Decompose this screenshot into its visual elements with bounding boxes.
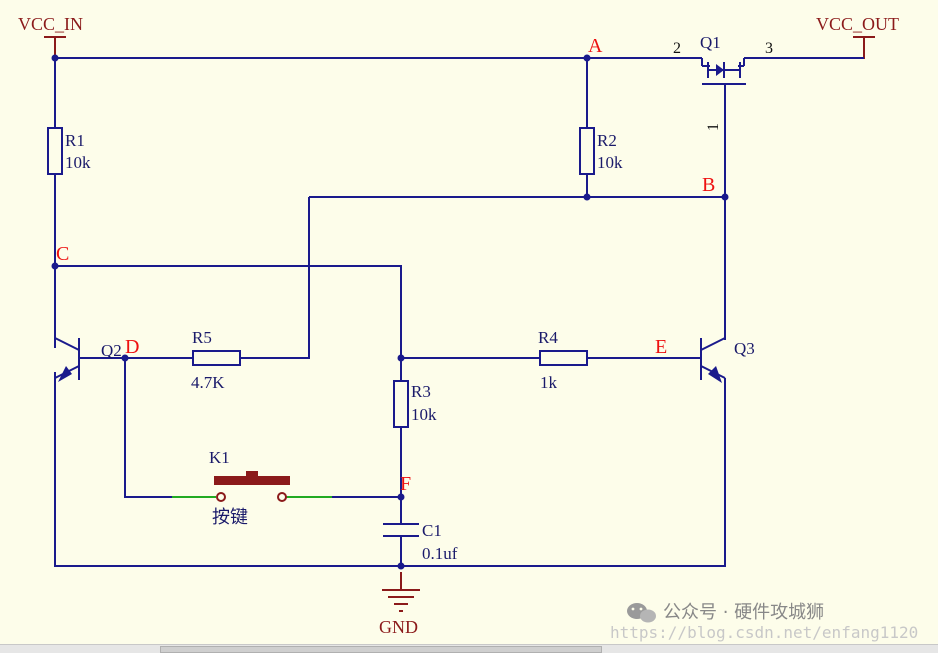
resistor-r3[interactable]: R3 10k	[393, 380, 437, 428]
q1-pin3: 3	[765, 40, 773, 57]
resistor-r1[interactable]: R1 10k	[47, 127, 91, 175]
k1-ref: K1	[209, 448, 230, 467]
wire-r5-to-b	[240, 197, 310, 359]
wire-ground-bus	[54, 372, 726, 567]
transistor-q2[interactable]: Q2	[54, 337, 122, 382]
node-b-label: B	[702, 174, 715, 196]
q1-pin2: 2	[673, 40, 681, 57]
node-labels: A B C D E F	[56, 35, 715, 495]
watermark: 公众号 · 硬件攻城狮 https://blog.csdn.net/enfang…	[610, 602, 918, 642]
vcc-in-symbol: VCC_IN	[18, 14, 83, 57]
capacitor-c1[interactable]: C1 0.1uf	[383, 521, 458, 563]
wechat-icon	[627, 603, 656, 623]
c1-value: 0.1uf	[422, 544, 458, 563]
wire-d-to-switch	[124, 358, 172, 498]
wires	[54, 57, 864, 567]
r1-ref: R1	[65, 131, 85, 150]
vcc-out-label: VCC_OUT	[816, 14, 899, 34]
mosfet-q1[interactable]: Q1 2 3 1	[673, 33, 773, 131]
gnd-label: GND	[379, 617, 418, 637]
q2-ref: Q2	[101, 341, 122, 360]
c1-ref: C1	[422, 521, 442, 540]
q1-ref: Q1	[700, 33, 721, 52]
junctions	[51, 54, 729, 570]
vcc-in-label: VCC_IN	[18, 14, 83, 34]
r4-ref: R4	[538, 328, 558, 347]
node-f-label: F	[400, 473, 411, 495]
resistor-r4[interactable]: R4 1k	[538, 328, 588, 392]
r2-value: 10k	[597, 153, 623, 172]
watermark-brand: 公众号 · 硬件攻城狮	[663, 602, 824, 623]
switch-k1[interactable]: K1 按键	[209, 448, 290, 528]
node-c-label: C	[56, 243, 69, 265]
q3-ref: Q3	[734, 339, 755, 358]
k1-value: 按键	[212, 507, 248, 528]
gnd-symbol: GND	[379, 572, 420, 637]
r1-value: 10k	[65, 153, 91, 172]
transistor-q3[interactable]: Q3	[700, 337, 755, 383]
node-d-label: D	[125, 336, 139, 358]
resistor-r5[interactable]: R5 4.7K	[191, 328, 241, 392]
r4-value: 1k	[540, 373, 558, 392]
r3-ref: R3	[411, 382, 431, 401]
watermark-url: https://blog.csdn.net/enfang1120	[610, 623, 918, 642]
resistor-r2[interactable]: R2 10k	[579, 127, 623, 175]
q1-pin1: 1	[705, 123, 722, 131]
r2-ref: R2	[597, 131, 617, 150]
node-e-label: E	[655, 336, 667, 358]
wire-c-to-r3	[55, 265, 402, 380]
r3-value: 10k	[411, 405, 437, 424]
vcc-out-symbol: VCC_OUT	[816, 14, 899, 59]
r5-ref: R5	[192, 328, 212, 347]
node-a-label: A	[588, 35, 603, 57]
r5-value: 4.7K	[191, 373, 225, 392]
